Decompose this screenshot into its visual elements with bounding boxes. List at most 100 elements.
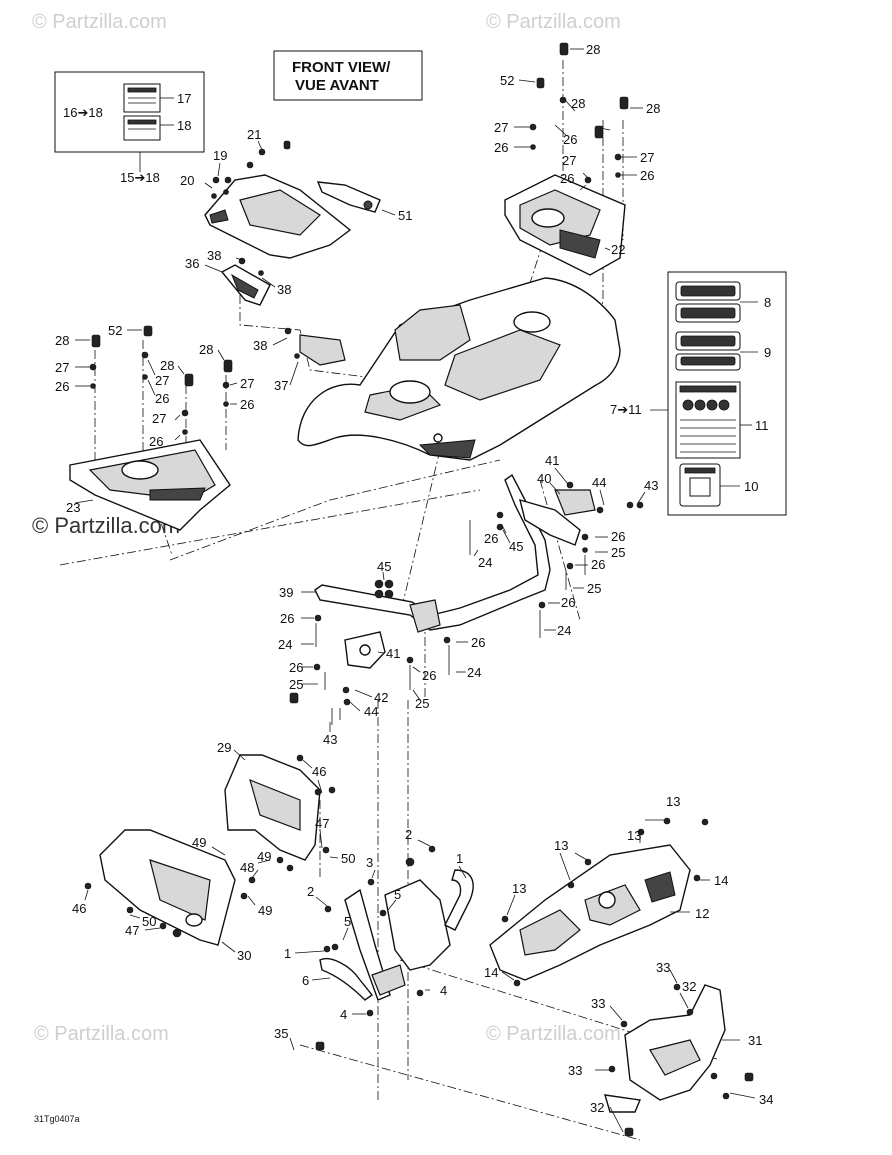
title-line-1: FRONT VIEW/	[292, 59, 391, 76]
callout-24: 24	[478, 555, 492, 570]
grille-guard-12	[489, 844, 691, 981]
callout-51: 51	[398, 208, 412, 223]
callout-28: 28	[55, 333, 69, 348]
callout-50: 50	[142, 914, 156, 929]
callout-48: 48	[240, 860, 254, 875]
decal-inset-right: 8 9 11 10 7➔11	[610, 271, 787, 516]
callout-44: 44	[364, 704, 378, 719]
headlight-cover	[204, 174, 352, 259]
callout-47: 47	[315, 816, 329, 831]
callout-4: 4	[440, 983, 447, 998]
callout-43: 43	[644, 478, 658, 493]
callout-30: 30	[237, 948, 251, 963]
callout-33: 33	[591, 996, 605, 1011]
callout-26: 26	[640, 168, 654, 183]
callout-26: 26	[280, 611, 294, 626]
callout-25: 25	[289, 677, 303, 692]
callout-27: 27	[152, 411, 166, 426]
callout-40: 40	[537, 471, 551, 486]
callout-13: 13	[666, 794, 680, 809]
callout-14: 14	[484, 965, 498, 980]
callout-34: 34	[759, 1092, 773, 1107]
label-10: 10	[744, 479, 758, 494]
inset-note-15-18: 15➔18	[120, 170, 160, 185]
callout-45: 45	[377, 559, 391, 574]
rack-23	[69, 439, 231, 531]
callout-25: 25	[611, 545, 625, 560]
callout-27: 27	[640, 150, 654, 165]
decal-inset-left: 17 18 16➔18 15➔18	[54, 71, 205, 185]
callout-43: 43	[323, 732, 337, 747]
inset-ref-16-18: 16➔18	[63, 105, 103, 120]
callout-1: 1	[456, 851, 463, 866]
title-line-2: VUE AVANT	[295, 77, 379, 94]
callout-13: 13	[554, 838, 568, 853]
bumper-brackets	[319, 869, 474, 1001]
callout-42: 42	[374, 690, 388, 705]
watermark-top-left: © Partzilla.com	[32, 11, 167, 33]
callout-36: 36	[185, 256, 199, 271]
callout-28: 28	[586, 42, 600, 57]
callout-31: 31	[748, 1033, 762, 1048]
callout-26: 26	[422, 668, 436, 683]
callout-26: 26	[611, 529, 625, 544]
callout-26: 26	[471, 635, 485, 650]
callout-29: 29	[217, 740, 231, 755]
callout-27: 27	[494, 120, 508, 135]
decal-18	[123, 115, 161, 141]
callout-4: 4	[340, 1007, 347, 1022]
callout-49: 49	[192, 835, 206, 850]
callout-21: 21	[247, 127, 261, 142]
front-view-title-box: FRONT VIEW/ VUE AVANT	[273, 50, 423, 101]
callout-41: 41	[545, 453, 559, 468]
callout-26: 26	[484, 531, 498, 546]
callout-26: 26	[155, 391, 169, 406]
callout-19: 19	[213, 148, 227, 163]
callout-35: 35	[274, 1026, 288, 1041]
watermark-bottom-left: © Partzilla.com	[34, 1023, 169, 1045]
callout-1: 1	[284, 946, 291, 961]
callout-26: 26	[149, 434, 163, 449]
label-17: 17	[177, 91, 191, 106]
callout-52: 52	[500, 73, 514, 88]
callout-28: 28	[160, 358, 174, 373]
callout-25: 25	[415, 696, 429, 711]
callout-5: 5	[344, 914, 351, 929]
callout-26: 26	[591, 557, 605, 572]
callout-26: 26	[289, 660, 303, 675]
bumper-cap-31	[604, 984, 726, 1113]
callout-23: 23	[66, 500, 80, 515]
callout-32: 32	[590, 1100, 604, 1115]
callout-38: 38	[253, 338, 267, 353]
callout-26: 26	[563, 132, 577, 147]
callout-39: 39	[279, 585, 293, 600]
callout-28: 28	[646, 101, 660, 116]
callout-13: 13	[627, 828, 641, 843]
callout-26: 26	[55, 379, 69, 394]
callout-13: 13	[512, 881, 526, 896]
callout-27: 27	[240, 376, 254, 391]
callout-24: 24	[557, 623, 571, 638]
callout-27: 27	[562, 153, 576, 168]
callout-20: 20	[180, 173, 194, 188]
callout-38: 38	[277, 282, 291, 297]
label-18: 18	[177, 118, 191, 133]
watermark-top-right: © Partzilla.com	[486, 11, 621, 33]
side-panel-30	[99, 829, 236, 946]
callout-33: 33	[568, 1063, 582, 1078]
callout-47: 47	[125, 923, 139, 938]
label-9: 9	[764, 345, 771, 360]
callout-14: 14	[714, 873, 728, 888]
label-11: 11	[755, 418, 769, 433]
callout-27: 27	[155, 373, 169, 388]
callout-46: 46	[72, 901, 86, 916]
callout-38: 38	[207, 248, 221, 263]
callout-labels: 28 52 28 28 27 26 26 27 26 27 26 22 21 1…	[55, 42, 773, 1115]
callout-37: 37	[274, 378, 288, 393]
figure-code: 31Tg0407a	[34, 1114, 80, 1124]
inset-ref-7-11: 7➔11	[610, 402, 642, 417]
callout-26: 26	[561, 595, 575, 610]
callout-leaders	[74, 48, 756, 1133]
callout-44: 44	[592, 475, 606, 490]
